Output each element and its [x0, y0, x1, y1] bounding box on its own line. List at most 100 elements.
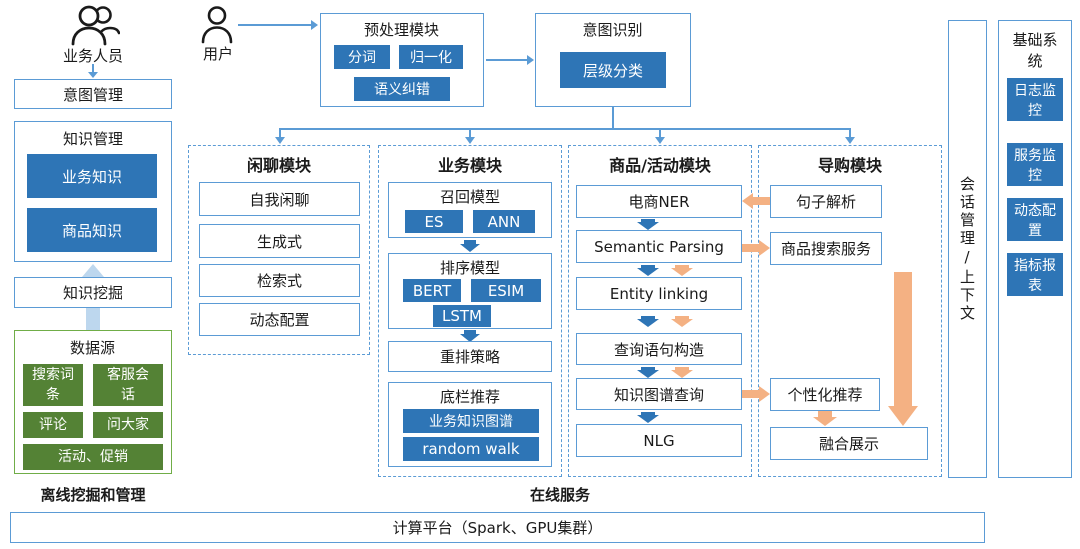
arrow-down-icon — [637, 415, 659, 423]
metric-report-chip: 指标报表 — [1007, 253, 1063, 296]
arrow-down-shaft — [641, 316, 655, 319]
arrow-right-icon — [311, 20, 318, 30]
reviews-box: 评论 — [23, 412, 83, 438]
random-walk-chip: random walk — [403, 437, 539, 461]
arrow-up-icon — [82, 264, 104, 277]
online-section-label: 在线服务 — [529, 485, 590, 504]
business-knowledge-box: 业务知识 — [27, 154, 157, 198]
session-management-box: 会话管理/上下文 — [948, 20, 987, 478]
offline-section-label: 离线挖掘和管理 — [40, 485, 146, 504]
recall-model-title: 召回模型 — [439, 187, 500, 206]
arrow-right-icon — [759, 386, 770, 402]
user-label: 用户 — [202, 44, 233, 63]
dynamic-config-box: 动态配置 — [199, 303, 360, 336]
normalization-chip: 归一化 — [399, 45, 463, 69]
arrow-down-icon — [460, 334, 480, 342]
arrow-left-icon — [742, 193, 753, 209]
arrow-down-shaft — [464, 330, 476, 334]
base-system-box: 基础系统 日志监控 服务监控 动态配置 指标报表 — [998, 20, 1072, 478]
arrow-right-shaft — [742, 390, 759, 398]
bottom-bar-recommend-box: 底栏推荐 业务知识图谱 random walk — [388, 382, 552, 467]
arrow-down-shaft — [641, 219, 655, 222]
dynamic-config-chip: 动态配置 — [1007, 198, 1063, 241]
search-terms-box: 搜索词条 — [23, 364, 83, 406]
connector — [659, 129, 661, 138]
service-monitor-chip: 服务监控 — [1007, 143, 1063, 186]
arrow-right-icon — [759, 240, 770, 256]
product-knowledge-box: 商品知识 — [27, 208, 157, 252]
product-search-service-box: 商品搜索服务 — [770, 232, 882, 265]
data-source-title: 数据源 — [69, 338, 115, 357]
product-activity-module-title: 商品/活动模块 — [609, 156, 711, 175]
arrow-right-icon — [527, 55, 534, 65]
computing-platform-box: 计算平台（Spark、GPU集群） — [10, 512, 985, 543]
arrow-down-icon — [88, 72, 98, 78]
connector — [469, 129, 471, 138]
arrow-down-shaft — [641, 367, 655, 370]
bert-chip: BERT — [403, 279, 461, 302]
intent-recognition-title: 意图识别 — [582, 20, 643, 39]
arrow-down-shaft — [818, 411, 832, 417]
connector — [486, 59, 528, 61]
arrow-down-shaft — [675, 316, 689, 319]
knowledge-management-box: 知识管理 业务知识 商品知识 — [14, 121, 172, 262]
guide-module-title: 导购模块 — [817, 156, 882, 175]
ask-everyone-box: 问大家 — [93, 412, 163, 438]
arrow-down-icon — [845, 137, 855, 144]
arrow-down-shaft — [641, 265, 655, 268]
hierarchical-classification-chip: 层级分类 — [560, 52, 666, 88]
arrow-down-icon — [671, 268, 693, 276]
arrow-down-shaft — [675, 367, 689, 370]
arrow-down-icon — [637, 222, 659, 230]
business-module-title: 业务模块 — [437, 156, 502, 175]
connector — [612, 107, 614, 129]
ranking-model-title: 排序模型 — [439, 258, 500, 277]
arrow-left-shaft — [753, 197, 770, 205]
nlg-box: NLG — [576, 424, 742, 457]
sentence-parsing-box: 句子解析 — [770, 185, 882, 218]
product-activity-module-box: 商品/活动模块 — [568, 145, 752, 477]
arrow-down-icon — [275, 137, 285, 144]
connector — [92, 64, 94, 73]
business-staff-icon — [71, 5, 120, 46]
recall-model-box: 召回模型 ES ANN — [388, 182, 552, 238]
generative-box: 生成式 — [199, 224, 360, 258]
data-source-box: 数据源 搜索词条 客服会话 评论 问大家 活动、促销 — [14, 330, 172, 474]
chitchat-module-title: 闲聊模块 — [246, 156, 311, 175]
arrow-down-icon — [465, 137, 475, 144]
esim-chip: ESIM — [471, 279, 541, 302]
arrow-down-shaft — [464, 240, 476, 244]
arrow-down-shaft — [675, 265, 689, 268]
arrow-right-shaft — [742, 244, 759, 252]
ecommerce-ner-box: 电商NER — [576, 185, 742, 218]
intent-recognition-box: 意图识别 层级分类 — [535, 13, 691, 107]
lstm-chip: LSTM — [433, 305, 491, 327]
semantic-parsing-box: Semantic Parsing — [576, 230, 742, 263]
arrow-down-icon — [637, 370, 659, 378]
fusion-display-box: 融合展示 — [770, 427, 928, 460]
log-monitor-chip: 日志监控 — [1007, 78, 1063, 121]
chitchat-module-box: 闲聊模块 自我闲聊 生成式 检索式 动态配置 — [188, 145, 370, 355]
preprocess-module-box: 预处理模块 分词 归一化 语义纠错 — [320, 13, 484, 107]
business-staff-label: 业务人员 — [62, 46, 123, 65]
word-segmentation-chip: 分词 — [334, 45, 390, 69]
business-knowledge-graph-chip: 业务知识图谱 — [403, 409, 539, 433]
intent-management-box: 意图管理 — [14, 79, 172, 109]
kg-query-box: 知识图谱查询 — [576, 378, 742, 410]
arrow-down-icon — [813, 417, 837, 426]
entity-linking-box: Entity linking — [576, 277, 742, 310]
es-chip: ES — [405, 210, 463, 233]
arrow-down-icon — [671, 370, 693, 378]
connector — [279, 129, 281, 138]
arrow-down-icon — [460, 244, 480, 252]
arrow-down-shaft — [894, 272, 912, 406]
query-construction-box: 查询语句构造 — [576, 333, 742, 365]
arrow-down-shaft — [641, 412, 655, 415]
personalized-recommend-box: 个性化推荐 — [770, 378, 880, 411]
semantic-correction-chip: 语义纠错 — [354, 77, 450, 101]
arrow-down-icon — [637, 319, 659, 327]
connector — [849, 129, 851, 138]
arrow-down-icon — [671, 319, 693, 327]
connector — [238, 24, 312, 26]
